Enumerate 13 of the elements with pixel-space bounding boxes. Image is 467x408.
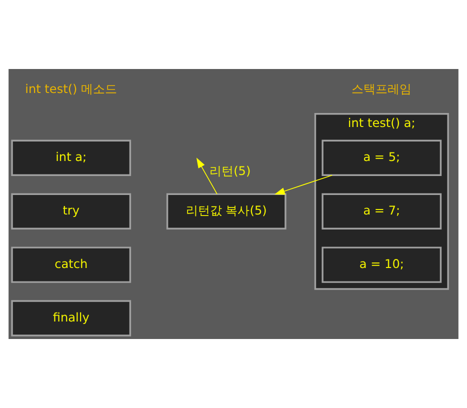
arrow bbox=[274, 174, 333, 195]
label: int test() 메소드 bbox=[25, 82, 118, 96]
node-box: try bbox=[11, 193, 132, 230]
node-box: a = 5; bbox=[322, 140, 442, 176]
node-box: 리턴값 복사(5) bbox=[166, 193, 286, 230]
node-box: finally bbox=[11, 300, 132, 336]
node-box: a = 7; bbox=[322, 193, 442, 230]
node-label: 스택프레임 bbox=[352, 82, 412, 96]
arrow bbox=[196, 158, 218, 194]
node-box: int a; bbox=[11, 140, 132, 176]
node-box: catch bbox=[11, 246, 132, 283]
edge-label: 리턴(5) bbox=[210, 164, 251, 178]
node-box: a = 10; bbox=[322, 246, 442, 283]
